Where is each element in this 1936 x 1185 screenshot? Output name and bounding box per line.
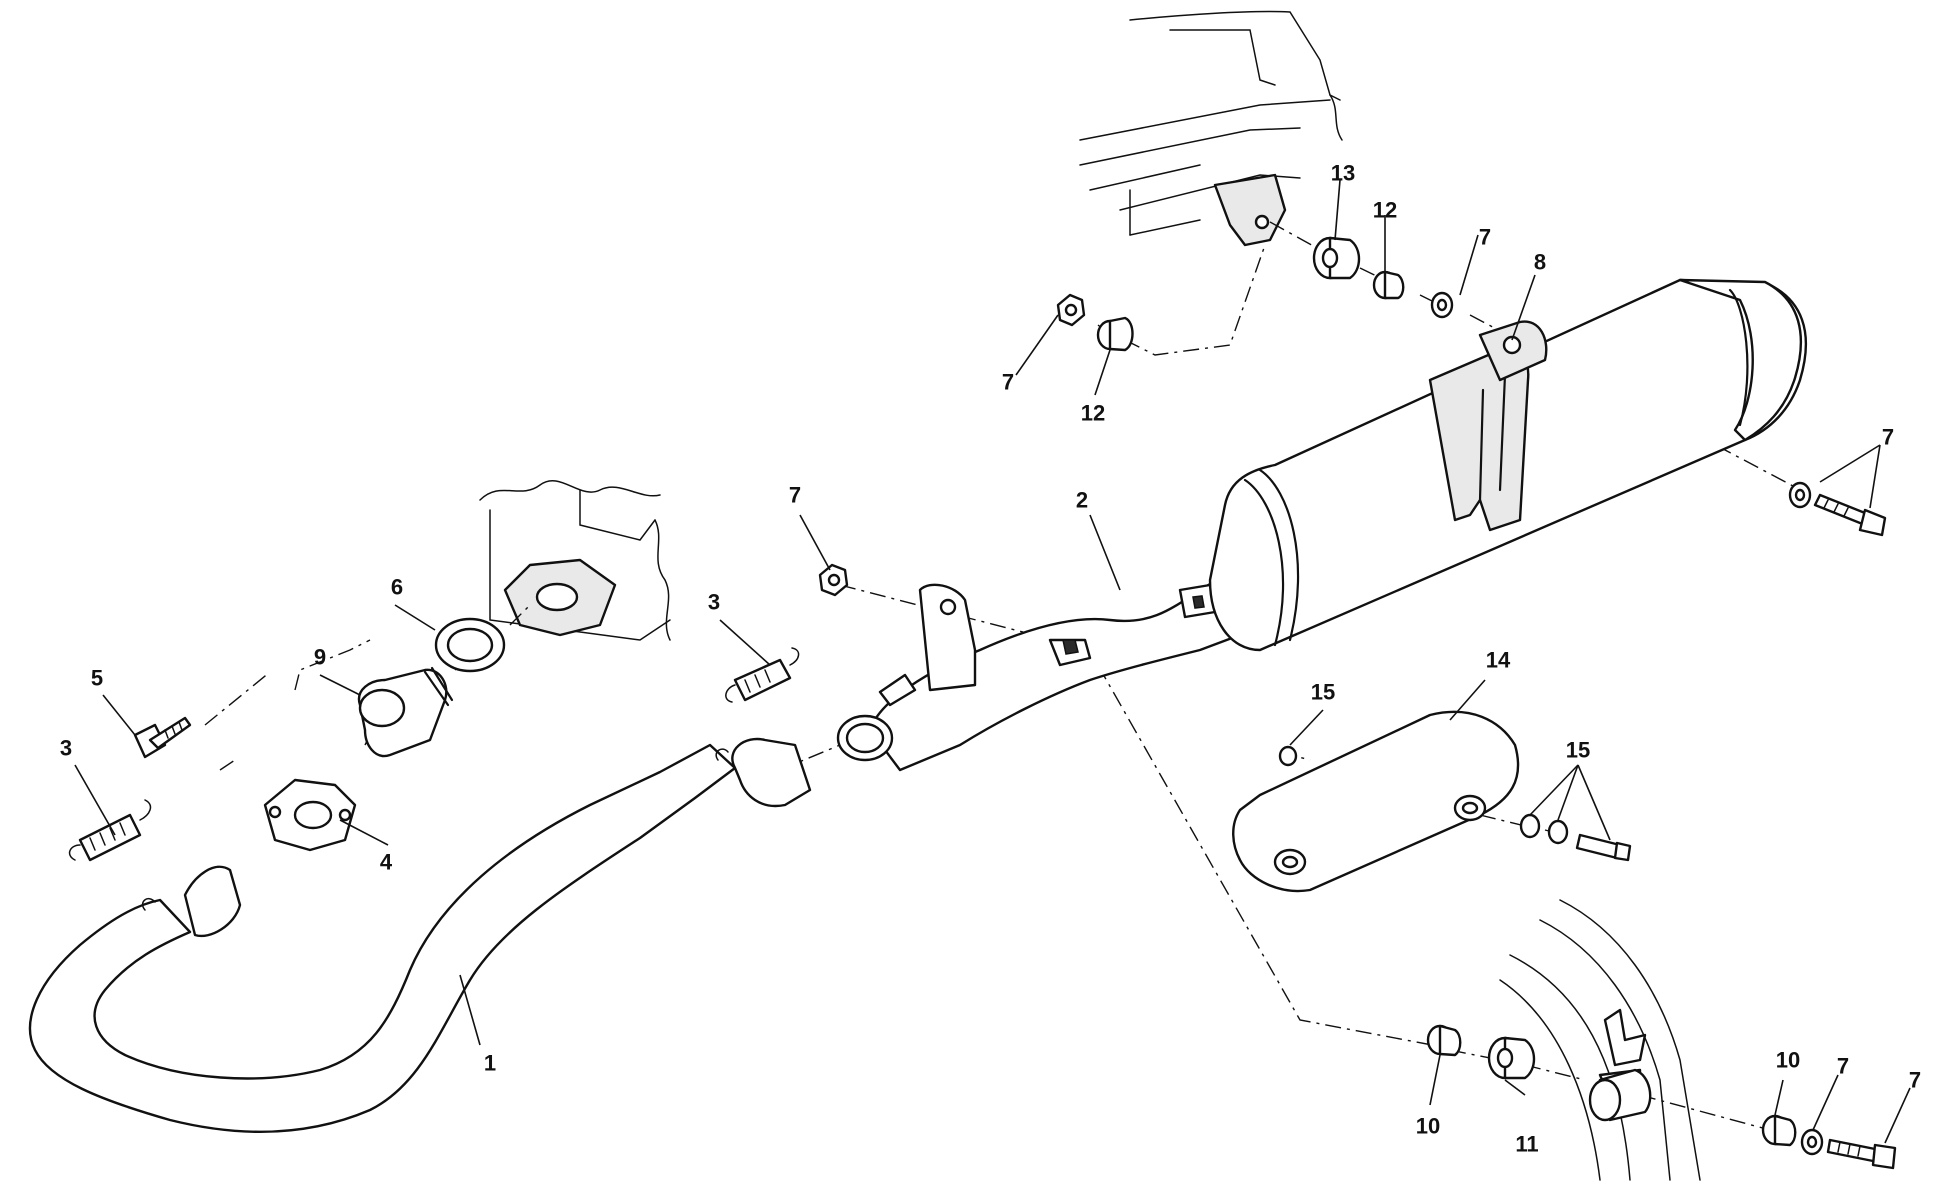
label-7-bottom-a: 7 <box>1837 1054 1849 1079</box>
circlip-15 <box>1278 745 1298 767</box>
label-10-right: 10 <box>1776 1048 1800 1073</box>
collar-10 <box>1426 1024 1462 1057</box>
label-5: 5 <box>91 666 103 691</box>
sleeve <box>357 666 454 758</box>
label-14: 14 <box>1486 648 1511 673</box>
collar-top <box>1096 316 1134 352</box>
leader-lines <box>74 179 1911 1144</box>
label-1: 1 <box>484 1051 496 1076</box>
label-15-left: 15 <box>1311 680 1335 705</box>
label-7-top: 7 <box>1479 225 1491 250</box>
flange-bolt <box>133 716 192 759</box>
collar-top-2 <box>1372 270 1405 300</box>
grommet-top <box>1312 236 1361 280</box>
label-12-left: 12 <box>1081 401 1105 426</box>
part-labels: 1 2 3 3 4 5 6 7 7 7 7 7 7 8 9 10 10 11 1… <box>60 161 1921 1157</box>
nut-top <box>1056 293 1086 327</box>
label-7-middle: 7 <box>789 483 801 508</box>
label-7-bottom-b: 7 <box>1909 1068 1921 1093</box>
frame-boss-bottom <box>1588 1068 1652 1122</box>
label-3-left: 3 <box>60 736 72 761</box>
label-4: 4 <box>380 850 393 875</box>
label-6: 6 <box>391 575 403 600</box>
label-7-top-left: 7 <box>1002 370 1014 395</box>
label-2: 2 <box>1076 488 1088 513</box>
bolt-bottom <box>1826 1138 1897 1170</box>
washer-top <box>1430 291 1454 319</box>
nut-middle <box>818 563 849 597</box>
spring-middle <box>725 647 800 703</box>
washer-right <box>1788 481 1812 509</box>
washer-bottom <box>1800 1128 1824 1156</box>
exhaust-gasket <box>434 617 506 673</box>
label-7-right: 7 <box>1882 425 1894 450</box>
label-3-middle: 3 <box>708 590 720 615</box>
flange <box>263 778 357 852</box>
silencer <box>1208 278 1808 652</box>
label-13: 13 <box>1331 161 1355 186</box>
frame-top-right <box>1079 10 1343 247</box>
label-15-right: 15 <box>1566 738 1590 763</box>
link-pipe <box>836 573 1242 772</box>
header-pipe <box>28 737 812 1134</box>
cylinder-head-fragment <box>479 479 671 641</box>
heat-shield <box>1232 710 1520 893</box>
bolt-15 <box>1575 833 1632 862</box>
bolt-right <box>1813 493 1887 537</box>
grommet-11 <box>1487 1036 1536 1080</box>
label-9: 9 <box>314 645 326 670</box>
label-11: 11 <box>1515 1132 1538 1157</box>
collar-10-right <box>1761 1114 1797 1147</box>
label-12-top: 12 <box>1373 198 1397 223</box>
spring-left <box>68 799 152 862</box>
label-8: 8 <box>1534 250 1546 275</box>
washers-15 <box>1519 813 1569 845</box>
label-10-left: 10 <box>1416 1114 1440 1139</box>
